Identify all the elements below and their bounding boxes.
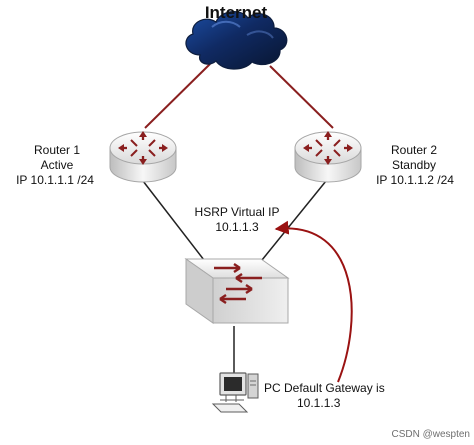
- watermark: CSDN @wespten: [391, 429, 470, 440]
- router-2-ip: IP 10.1.1.2 /24: [376, 173, 454, 187]
- gateway-arrow: [274, 220, 353, 383]
- router-1-icon: [109, 131, 177, 183]
- router2-to-switch-link: [261, 180, 327, 261]
- pc-default-gateway-address: 10.1.1.3: [297, 396, 341, 410]
- router-1-name: Router 1: [33, 143, 81, 157]
- router-1-role: Active: [40, 158, 74, 172]
- hsrp-virtual-ip-address: 10.1.1.3: [215, 220, 259, 234]
- pc-default-gateway-title: PC Default Gateway is: [264, 381, 385, 395]
- pc-icon: [211, 372, 259, 413]
- router-2-name: Router 2: [390, 143, 438, 157]
- router1-to-switch-link: [142, 180, 205, 261]
- switch-icon: [184, 258, 290, 324]
- router-1-ip: IP 10.1.1.1 /24: [16, 173, 94, 187]
- internet-cloud: [185, 11, 288, 70]
- internet-label: Internet: [204, 3, 268, 22]
- hsrp-virtual-ip-title: HSRP Virtual IP: [194, 205, 280, 219]
- cloud-to-router2-link: [269, 65, 334, 129]
- router-2-icon: [294, 131, 362, 183]
- router-2-role: Standby: [391, 158, 437, 172]
- cloud-to-router1-link: [144, 63, 211, 129]
